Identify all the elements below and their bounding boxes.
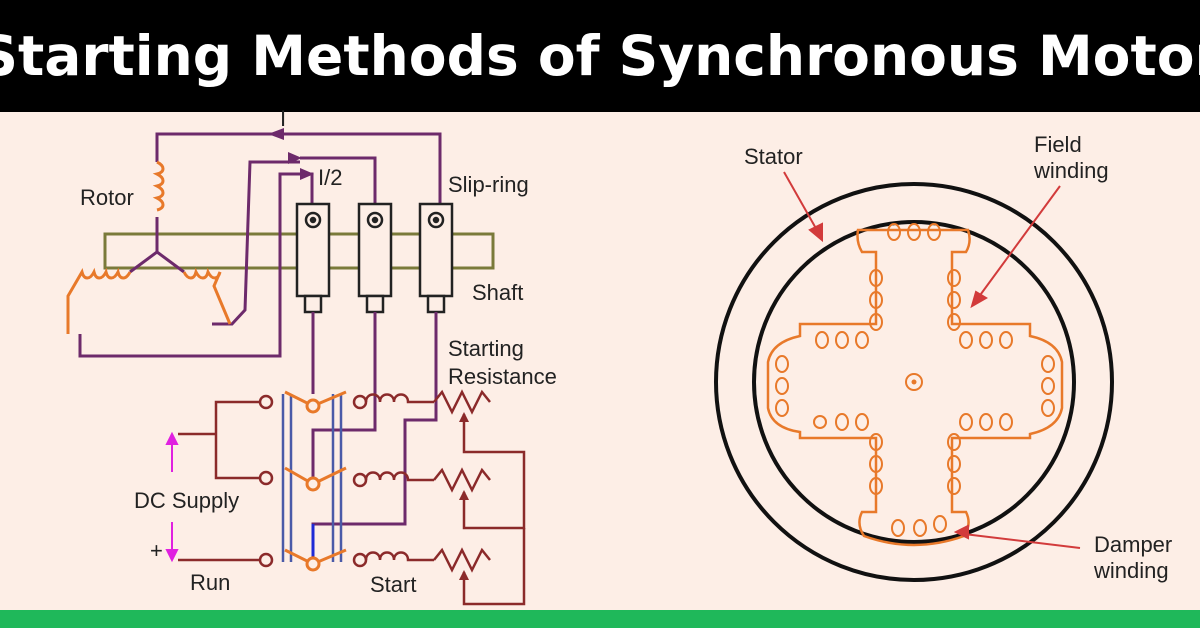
title-banner: Starting Methods of Synchronous Motor bbox=[0, 0, 1200, 112]
rotor-label: Rotor bbox=[80, 185, 134, 210]
run-contacts bbox=[258, 394, 274, 568]
plus-label: + bbox=[150, 538, 163, 563]
switch-gang bbox=[281, 394, 343, 562]
stator-inner-ring bbox=[752, 220, 1076, 544]
slip-ring-starting-diagram: I I/2 Rotor Slip-ring Shaft Starting Res… bbox=[66, 106, 557, 606]
shaft-label: Shaft bbox=[472, 280, 523, 305]
stator-label: Stator bbox=[744, 144, 803, 169]
starting-label: Starting bbox=[448, 336, 524, 361]
field-winding-label-line2: winding bbox=[1033, 158, 1109, 183]
salient-pole-diagram: Stator Field winding Damper winding bbox=[714, 132, 1172, 583]
dc-supply-label: DC Supply bbox=[134, 488, 239, 513]
footer-bar bbox=[0, 610, 1200, 628]
current-arrows bbox=[268, 128, 314, 180]
slip-ring-label: Slip-ring bbox=[448, 172, 529, 197]
dc-supply-wiring bbox=[178, 400, 260, 562]
rotor-coils bbox=[66, 160, 232, 334]
stator-outer-ring bbox=[714, 182, 1114, 582]
start-contacts bbox=[352, 393, 434, 568]
dc-supply-arrows bbox=[165, 431, 179, 563]
field-winding-label-line1: Field bbox=[1034, 132, 1082, 157]
run-label: Run bbox=[190, 570, 230, 595]
page-title: Starting Methods of Synchronous Motor bbox=[0, 24, 1200, 88]
field-winding-coils bbox=[775, 223, 1055, 537]
pointer-arrows bbox=[783, 171, 1081, 549]
resistance-label: Resistance bbox=[448, 364, 557, 389]
switches bbox=[284, 390, 347, 572]
brush-leads bbox=[311, 312, 438, 560]
current-label: I bbox=[280, 106, 286, 131]
damper-winding-label-line1: Damper bbox=[1094, 532, 1172, 557]
slip-rings bbox=[295, 202, 454, 314]
rotor-winding bbox=[78, 132, 442, 358]
starting-resistors bbox=[433, 389, 526, 606]
rotor-poles bbox=[766, 228, 1064, 547]
damper-winding-label-line2: winding bbox=[1093, 558, 1169, 583]
start-label: Start bbox=[370, 572, 416, 597]
half-current-label: I/2 bbox=[318, 165, 342, 190]
